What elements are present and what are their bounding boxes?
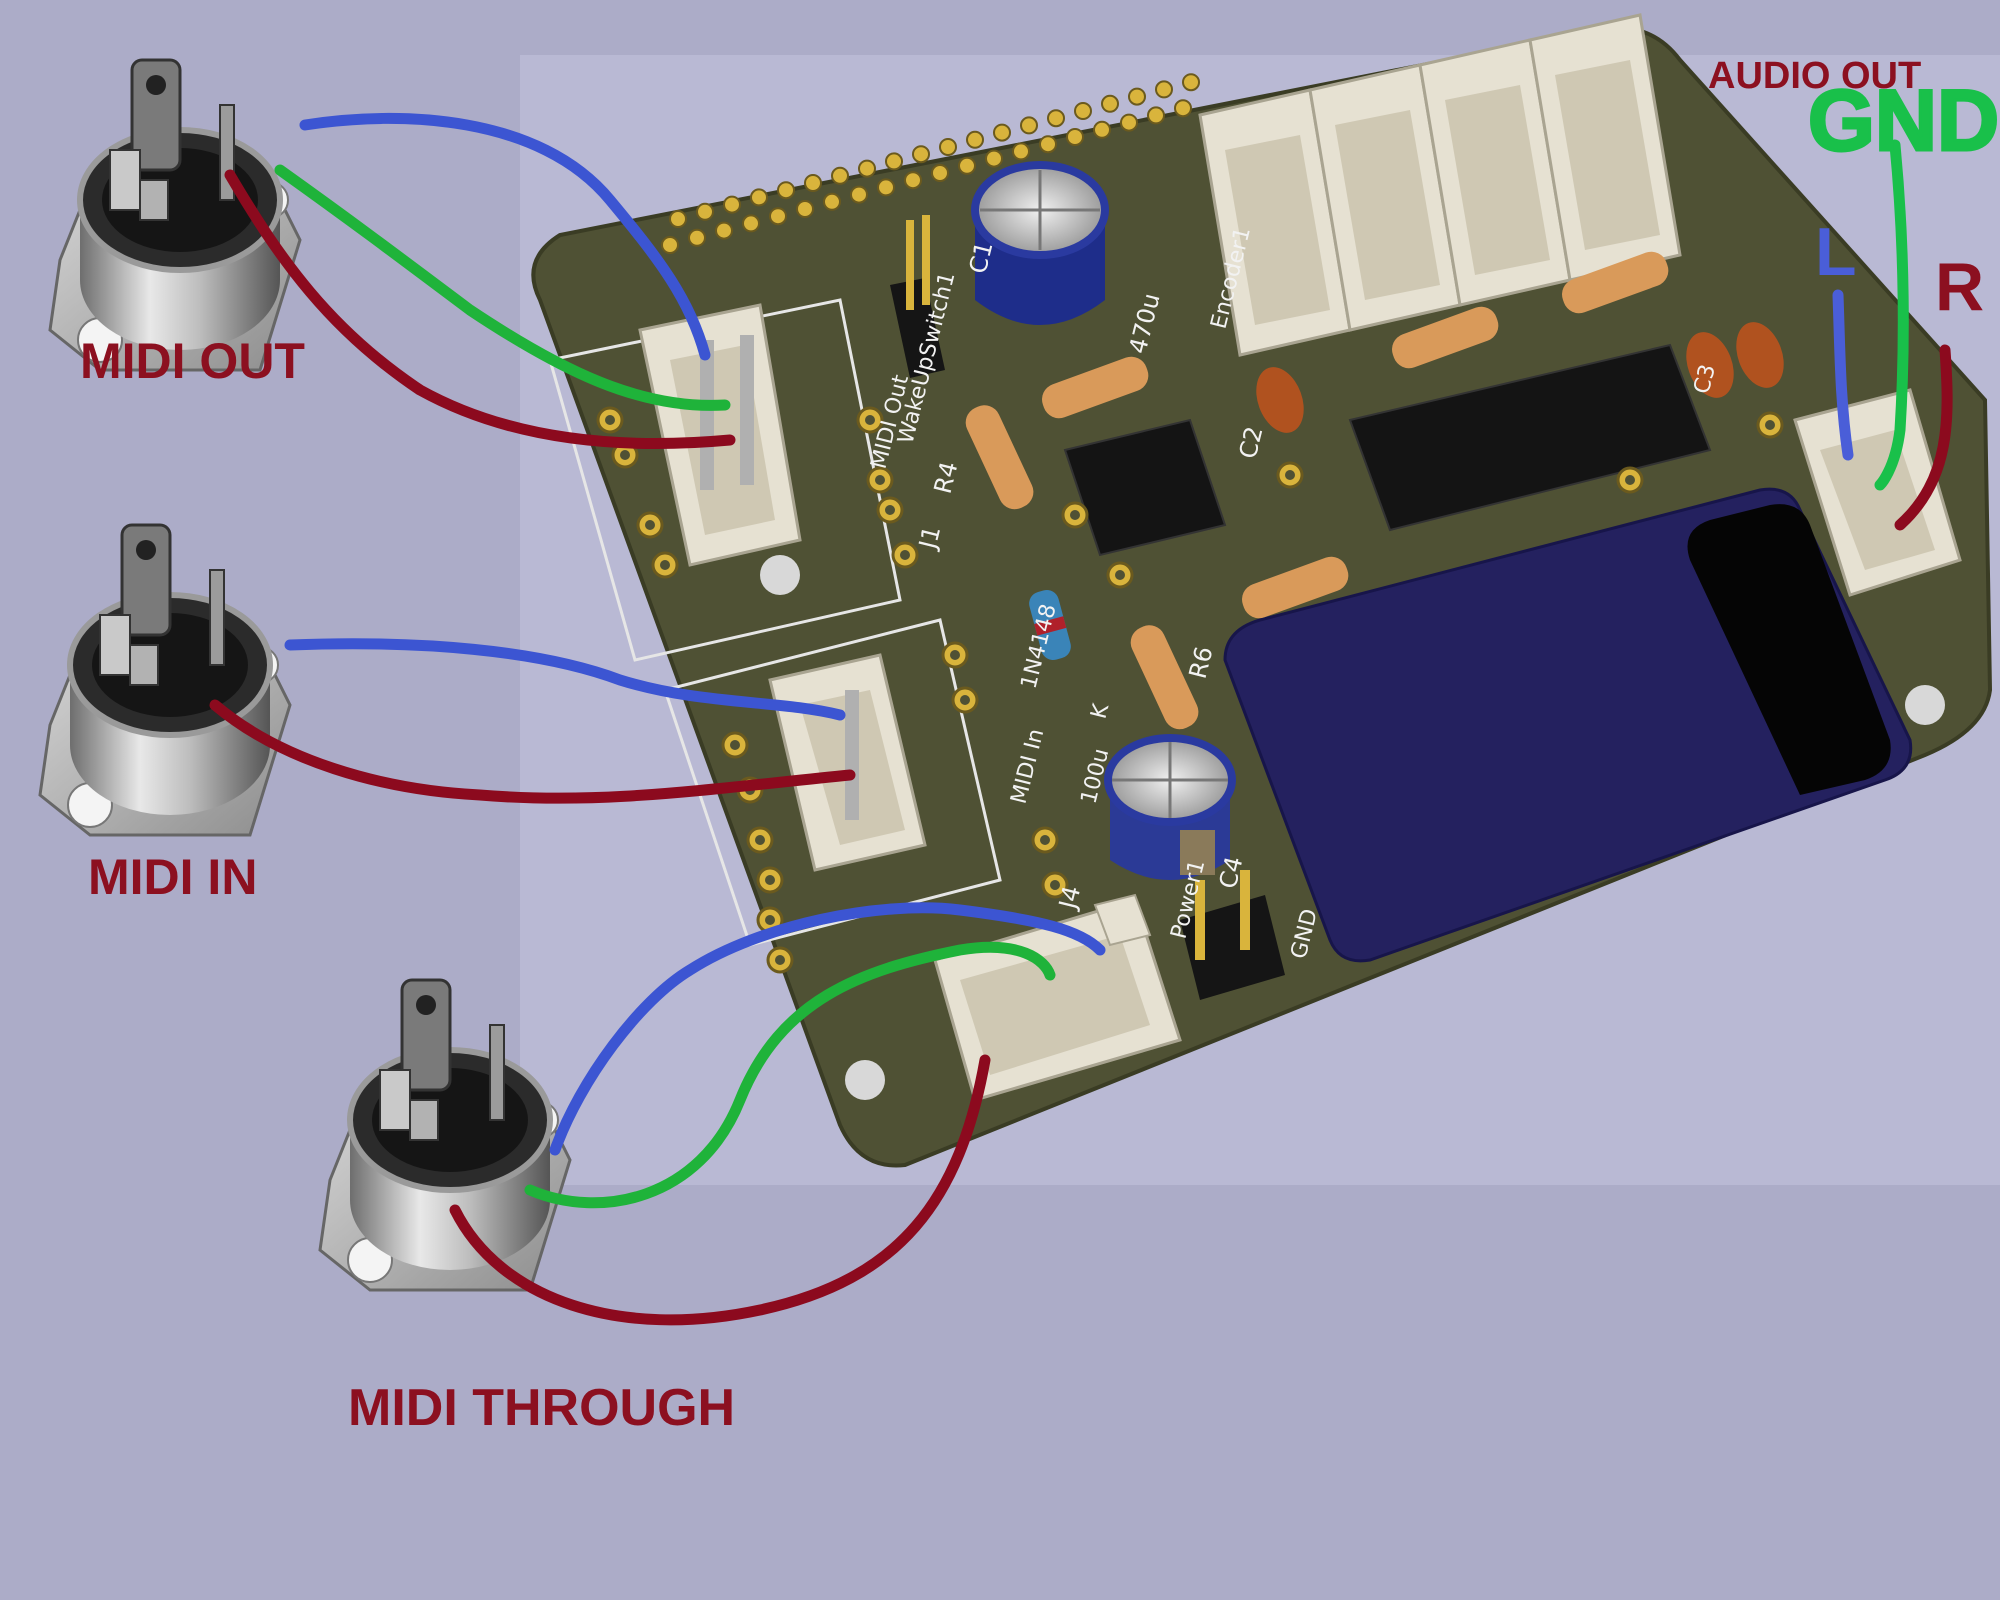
solder-pad-hole — [1625, 475, 1635, 485]
solder-pad-hole — [960, 695, 970, 705]
gpio-pin — [743, 215, 759, 231]
gpio-pin — [878, 179, 894, 195]
gpio-pin — [932, 165, 948, 181]
gpio-pin — [716, 223, 732, 239]
gpio-pin — [832, 168, 848, 184]
solder-pad-hole — [865, 415, 875, 425]
gpio-pin — [778, 182, 794, 198]
gpio-pin — [697, 204, 713, 220]
gpio-pin — [797, 201, 813, 217]
gpio-pin — [1129, 89, 1145, 105]
gpio-pin — [1075, 103, 1091, 119]
label-midi-in: MIDI IN — [88, 849, 257, 905]
gpio-pin — [824, 194, 840, 210]
solder-pad-hole — [645, 520, 655, 530]
solder-pad-hole — [730, 740, 740, 750]
gpio-pin — [770, 208, 786, 224]
solder-pad-hole — [755, 835, 765, 845]
solder-pad-hole — [1070, 510, 1080, 520]
gpio-pin — [1021, 117, 1037, 133]
gpio-pin — [959, 158, 975, 174]
din-connector-midi-in — [40, 525, 290, 835]
gpio-pin — [986, 151, 1002, 167]
gpio-pin — [859, 161, 875, 177]
solder-pad-hole — [765, 875, 775, 885]
capacitor-c4 — [1108, 738, 1232, 880]
solder-pad-hole — [605, 415, 615, 425]
solder-pad-hole — [1285, 470, 1295, 480]
solder-pad-hole — [900, 550, 910, 560]
gpio-pin — [724, 197, 740, 213]
solder-pad-hole — [620, 450, 630, 460]
gpio-pin — [1048, 110, 1064, 126]
gpio-pin — [670, 211, 686, 227]
gpio-pin — [1121, 115, 1137, 131]
label-midi-out: MIDI OUT — [80, 333, 305, 389]
gpio-pin — [689, 230, 705, 246]
gpio-pin — [851, 187, 867, 203]
gpio-pin — [994, 125, 1010, 141]
label-right: R — [1935, 249, 1984, 325]
gpio-pin — [1067, 129, 1083, 145]
gpio-pin — [1148, 107, 1164, 123]
gpio-pin — [662, 237, 678, 253]
gpio-pin — [1094, 122, 1110, 138]
gpio-pin — [905, 172, 921, 188]
gpio-pin — [1175, 100, 1191, 116]
gpio-pin — [886, 153, 902, 169]
gpio-pin — [1183, 74, 1199, 90]
label-left: L — [1815, 214, 1857, 290]
solder-pad-hole — [765, 915, 775, 925]
solder-pad-hole — [1115, 570, 1125, 580]
gpio-pin — [751, 189, 767, 205]
solder-pad-hole — [875, 475, 885, 485]
gpio-pin — [940, 139, 956, 155]
label-midi-through: MIDI THROUGH — [348, 1379, 735, 1437]
solder-pad-hole — [885, 505, 895, 515]
gpio-pin — [913, 146, 929, 162]
gpio-pin — [1102, 96, 1118, 112]
solder-pad-hole — [950, 650, 960, 660]
gpio-pin — [805, 175, 821, 191]
solder-pad-hole — [660, 560, 670, 570]
gpio-pin — [1013, 143, 1029, 159]
solder-pad-hole — [1765, 420, 1775, 430]
din-connector-midi-out — [50, 60, 300, 370]
label-gnd: GND — [1808, 73, 1999, 169]
solder-pad-hole — [1040, 835, 1050, 845]
gpio-pin — [1040, 136, 1056, 152]
gpio-pin — [967, 132, 983, 148]
gpio-pin — [1156, 81, 1172, 97]
solder-pad-hole — [775, 955, 785, 965]
